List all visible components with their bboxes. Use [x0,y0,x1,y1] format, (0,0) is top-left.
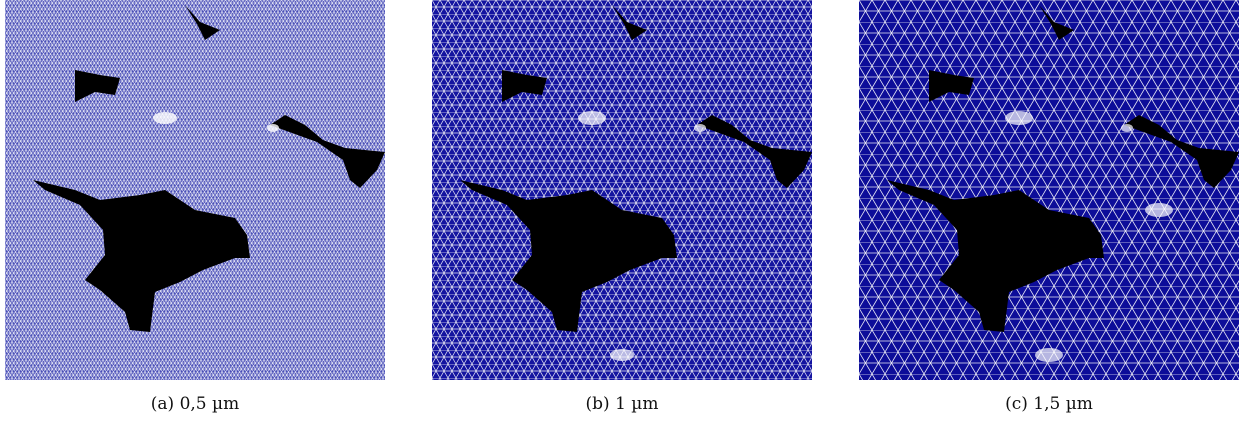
caption-c: (c) 1,5 µm [1005,394,1093,414]
void-shapes [887,5,1239,332]
mesh-image-a [5,0,385,380]
mesh-panel-b [432,0,812,380]
mesh-image-b [432,0,812,380]
caption-a: (a) 0,5 µm [150,394,240,414]
mesh-panel-a [5,0,385,380]
void-shapes [33,5,385,332]
void-shapes [460,5,812,332]
mesh-panel-c [859,0,1239,380]
caption-b: (b) 1 µm [585,394,659,414]
mesh-image-c [859,0,1239,380]
